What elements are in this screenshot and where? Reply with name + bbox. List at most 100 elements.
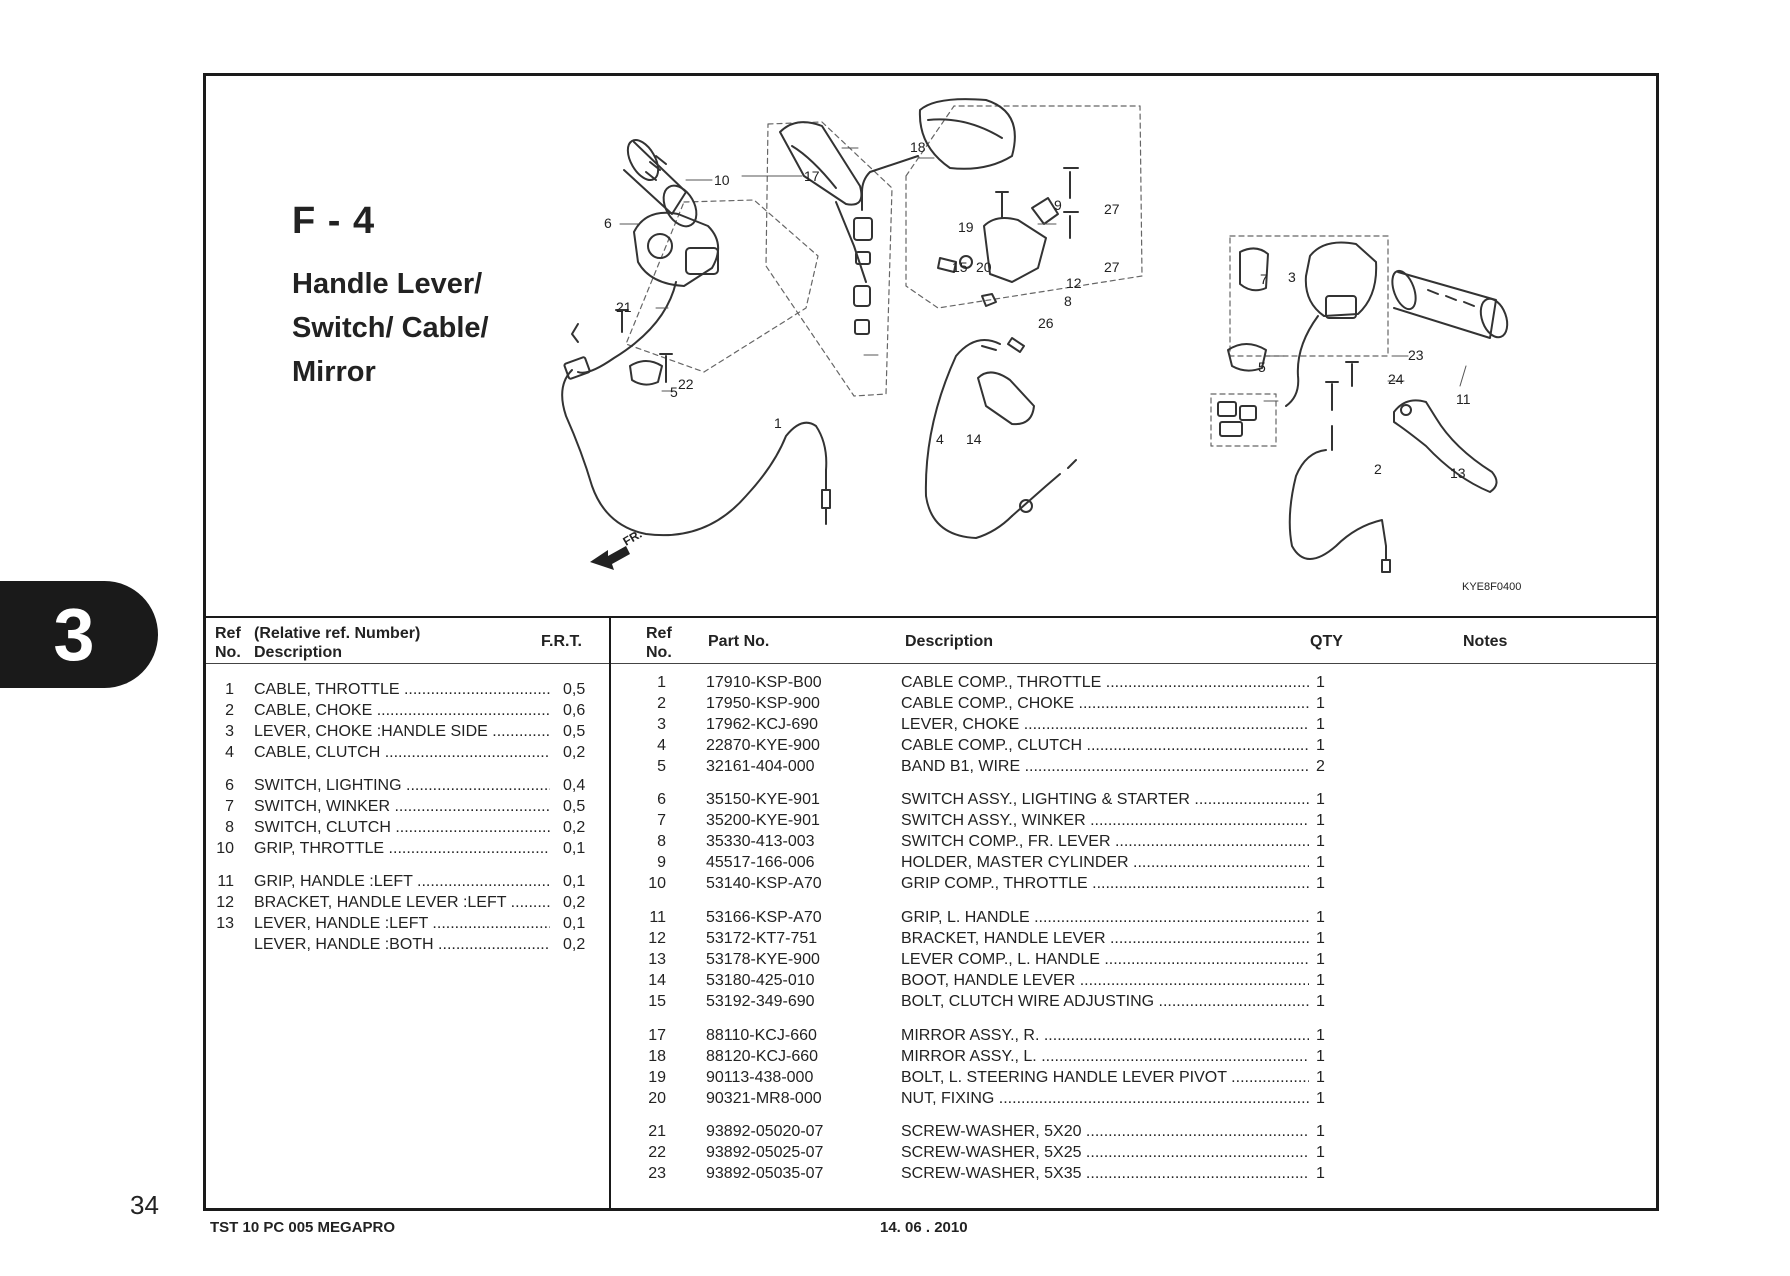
svg-text:13: 13 xyxy=(1450,465,1466,481)
ref-number: 12 xyxy=(216,894,234,911)
part-number: 88110-KCJ-660 xyxy=(706,1027,817,1044)
ref-number: 12 xyxy=(648,930,666,947)
lever-bracket-illustration xyxy=(937,167,1079,353)
part-number: 53166-KSP-A70 xyxy=(706,909,822,926)
frt-description: GRIP, THROTTLE xyxy=(254,839,550,859)
svg-text:19: 19 xyxy=(958,219,974,235)
part-number: 53140-KSP-A70 xyxy=(706,875,822,892)
part-description: SWITCH ASSY., LIGHTING & STARTER xyxy=(901,790,1309,810)
table-top-rule xyxy=(206,616,1656,618)
header-desc-line2: Description xyxy=(254,644,343,661)
group-outlines xyxy=(625,105,1389,447)
svg-text:9: 9 xyxy=(1054,197,1062,213)
left-grip-illustration xyxy=(1391,269,1509,339)
ref-number: 13 xyxy=(648,951,666,968)
svg-text:4: 4 xyxy=(936,431,944,447)
ref-number: 10 xyxy=(216,840,234,857)
part-qty: 1 xyxy=(1316,1069,1325,1086)
part-qty: 1 xyxy=(1316,737,1325,754)
svg-text:3: 3 xyxy=(1288,269,1296,285)
part-qty: 1 xyxy=(1316,716,1325,733)
frt-description: SWITCH, CLUTCH xyxy=(254,818,550,838)
frt-value: 0,1 xyxy=(563,873,586,890)
part-number: 93892-05035-07 xyxy=(706,1165,824,1182)
ref-number: 21 xyxy=(648,1123,666,1140)
part-description: SCREW-WASHER, 5X35 xyxy=(901,1164,1309,1184)
right-header-qty: QTY xyxy=(1310,633,1343,650)
svg-text:27: 27 xyxy=(1104,259,1120,275)
part-qty: 1 xyxy=(1316,812,1325,829)
header-ref-line1: Ref xyxy=(646,625,672,642)
frt-description: BRACKET, HANDLE LEVER :LEFT xyxy=(254,893,550,913)
part-number: 93892-05025-07 xyxy=(706,1144,824,1161)
frt-value: 0,2 xyxy=(563,894,586,911)
footer-date: 14. 06 . 2010 xyxy=(880,1219,968,1236)
ref-number: 1 xyxy=(225,681,234,698)
svg-text:1: 1 xyxy=(774,415,782,431)
part-number: 32161-404-000 xyxy=(706,758,815,775)
table-header-rule xyxy=(206,663,1656,664)
ref-number: 18 xyxy=(648,1048,666,1065)
ref-number: 15 xyxy=(648,993,666,1010)
ref-number: 8 xyxy=(657,833,666,850)
part-qty: 1 xyxy=(1316,972,1325,989)
figure-title-line: Switch/ Cable/ xyxy=(292,312,489,344)
svg-text:14: 14 xyxy=(966,431,982,447)
part-description: CABLE COMP., THROTTLE xyxy=(901,673,1309,693)
ref-number: 19 xyxy=(648,1069,666,1086)
part-qty: 1 xyxy=(1316,1144,1325,1161)
part-qty: 1 xyxy=(1316,909,1325,926)
header-ref-line2: No. xyxy=(646,644,672,661)
part-description: HOLDER, MASTER CYLINDER xyxy=(901,853,1309,873)
svg-text:20: 20 xyxy=(976,259,992,275)
part-description: BAND B1, WIRE xyxy=(901,757,1309,777)
figure-code: F - 4 xyxy=(292,200,376,242)
frt-description: SWITCH, WINKER xyxy=(254,797,550,817)
winker-switch-illustration xyxy=(1239,241,1378,407)
svg-text:8: 8 xyxy=(1064,293,1072,309)
ref-number: 22 xyxy=(648,1144,666,1161)
right-header-part: Part No. xyxy=(708,633,770,650)
part-number: 90321-MR8-000 xyxy=(706,1090,822,1107)
ref-number: 11 xyxy=(649,909,666,926)
part-description: BOLT, L. STEERING HANDLE LEVER PIVOT xyxy=(901,1068,1309,1088)
page-number: 34 xyxy=(130,1190,159,1220)
part-description: SWITCH COMP., FR. LEVER xyxy=(901,832,1309,852)
part-qty: 1 xyxy=(1316,930,1325,947)
part-qty: 1 xyxy=(1316,791,1325,808)
frt-description: CABLE, THROTTLE xyxy=(254,680,550,700)
left-mirror-illustration xyxy=(853,98,1016,265)
part-description: GRIP COMP., THROTTLE xyxy=(901,874,1309,894)
part-number: 35330-413-003 xyxy=(706,833,815,850)
wire-band-illustration xyxy=(629,343,1267,386)
ref-number: 4 xyxy=(225,744,234,761)
part-description: CABLE COMP., CHOKE xyxy=(901,694,1309,714)
part-number: 17950-KSP-900 xyxy=(706,695,820,712)
part-description: BOOT, HANDLE LEVER xyxy=(901,971,1309,991)
figure-title-line: Handle Lever/ xyxy=(292,268,483,300)
svg-text:11: 11 xyxy=(1456,391,1471,407)
svg-text:2: 2 xyxy=(1374,461,1382,477)
frt-description: CABLE, CHOKE xyxy=(254,701,550,721)
part-qty: 1 xyxy=(1316,875,1325,892)
part-number: 93892-05020-07 xyxy=(706,1123,824,1140)
choke-cable-illustration xyxy=(1288,425,1391,573)
column-divider xyxy=(609,618,611,1208)
